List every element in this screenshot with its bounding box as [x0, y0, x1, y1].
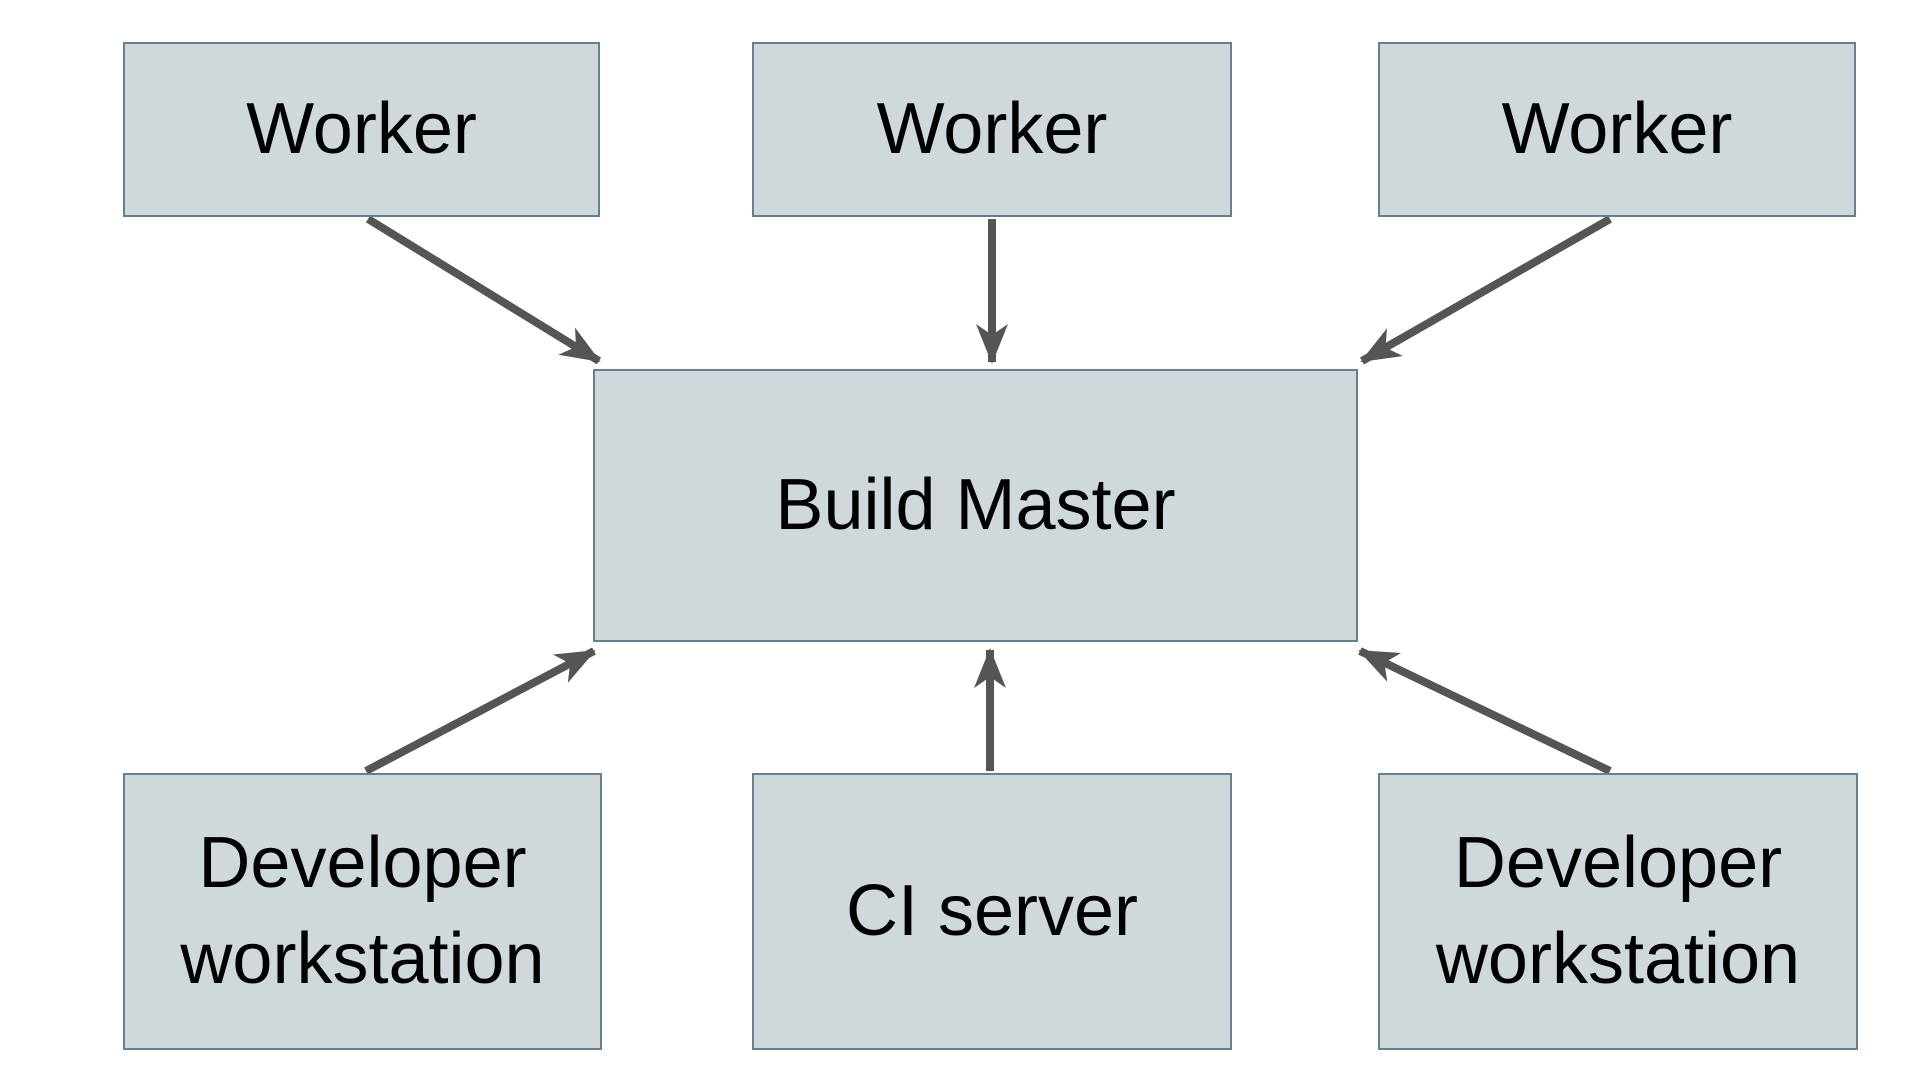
arrow-worker-3-to-build-master [1360, 215, 1612, 365]
node-developer-workstation-1: Developer workstation [123, 773, 602, 1050]
node-developer-workstation-1-label: Developer workstation [180, 823, 545, 999]
arrow-developer-workstation-1-to-build-master [364, 647, 596, 775]
node-worker-1: Worker [123, 42, 600, 217]
node-build-master-label: Build Master [775, 464, 1176, 545]
node-build-master: Build Master [593, 369, 1358, 642]
node-worker-2-label: Worker [876, 88, 1108, 169]
node-developer-workstation-2-label: Developer workstation [1435, 823, 1801, 999]
arrow-developer-workstation-2-to-build-master [1358, 647, 1612, 775]
node-developer-workstation-2: Developer workstation [1378, 773, 1858, 1050]
node-ci-server: CI server [752, 773, 1232, 1050]
node-ci-server-label: CI server [845, 870, 1139, 951]
arrow-worker-1-to-build-master [365, 215, 602, 365]
node-worker-1-label: Worker [246, 88, 477, 169]
node-worker-3-label: Worker [1501, 88, 1733, 169]
node-worker-3: Worker [1378, 42, 1856, 217]
node-worker-2: Worker [752, 42, 1232, 217]
